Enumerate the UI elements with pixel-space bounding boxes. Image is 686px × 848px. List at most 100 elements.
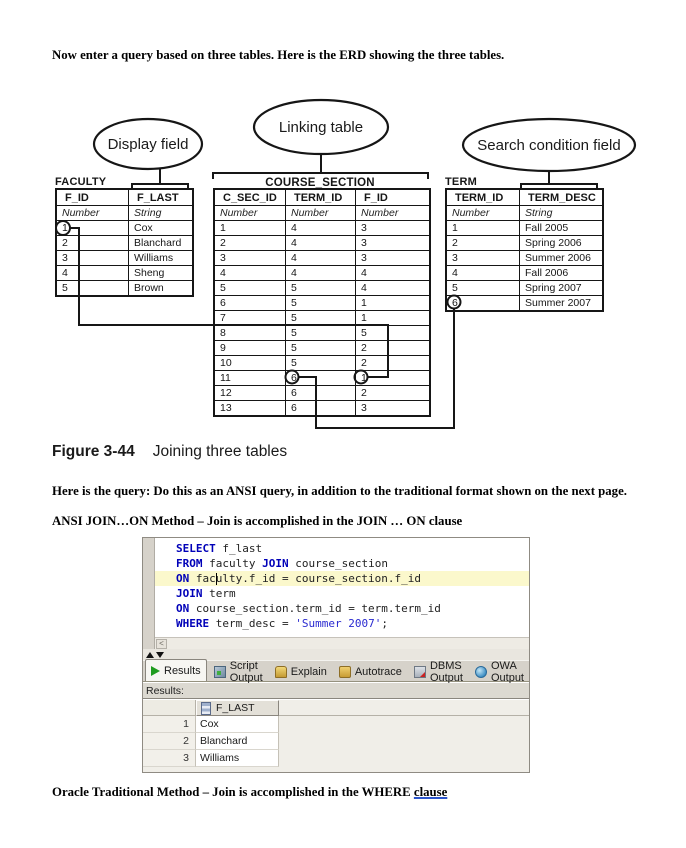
table-cell: 4 (355, 281, 425, 295)
row-number-header (143, 700, 196, 716)
results-label: Results: (143, 683, 529, 699)
table-cell: Summer 2006 (519, 251, 598, 265)
table-cell: Fall 2006 (519, 266, 598, 280)
table-cell: 1 (355, 296, 425, 310)
linking-table-callout: Linking table (279, 119, 363, 136)
text-caret (215, 573, 218, 585)
tab-script-output[interactable]: Script Output (209, 659, 268, 684)
table-cell: Number (220, 207, 258, 219)
table-cell: String (128, 206, 188, 220)
splitter-down-icon[interactable] (156, 651, 164, 658)
table-cell: 3 (452, 252, 458, 264)
grid-header-filler (279, 700, 529, 716)
table-cell: 2 (355, 341, 425, 355)
tab-autotrace[interactable]: Autotrace (334, 662, 407, 681)
table-cell: Spring 2007 (519, 281, 598, 295)
table-cell: 5 (62, 282, 68, 294)
table-cell: 2 (62, 237, 68, 249)
tab-dbms-output[interactable]: DBMS Output (409, 660, 468, 684)
table-cell: 4 (452, 267, 458, 279)
table-cell: 9 (220, 342, 226, 354)
table-cell: 1 (62, 222, 68, 234)
query-note: Here is the query: Do this as an ANSI qu… (52, 484, 627, 498)
table-cell: 4 (355, 266, 425, 280)
table-cell: C_SEC_ID (223, 191, 277, 204)
code-line: ON faculty.f_id = course_section.f_id (155, 571, 529, 586)
scroll-left-button[interactable]: < (156, 639, 167, 649)
table-cell: 4 (285, 251, 355, 265)
script-icon (213, 665, 226, 678)
figure-title: Joining three tables (152, 443, 288, 460)
clause-link[interactable]: clause (413, 785, 448, 799)
tab-label: Script Output (229, 659, 263, 684)
table-cell: 4 (285, 221, 355, 235)
display-field-bracket (131, 166, 189, 190)
tab-explain[interactable]: Explain (270, 662, 332, 681)
column-header-f-last[interactable]: F_LAST (196, 700, 279, 716)
table-cell: 5 (285, 356, 355, 370)
table-cell: 5 (355, 326, 425, 340)
code-line: FROM faculty JOIN course_section (176, 557, 388, 570)
tab-owa-output[interactable]: OWA Output (470, 659, 529, 684)
table-cell: 2 (355, 356, 425, 370)
code-line: SELECT f_last (176, 542, 263, 555)
table-cell: 1 (355, 311, 425, 325)
table-cell: 3 (355, 236, 425, 250)
table-row: 4 Fall 2006 (447, 265, 602, 280)
table-row: 3 Summer 2006 (447, 250, 602, 265)
table-cell: 6 (285, 386, 355, 400)
splitter-up-icon[interactable] (146, 651, 154, 658)
tab-label: Results (164, 664, 201, 677)
horizontal-scrollbar[interactable]: < (155, 637, 529, 650)
table-cell: 4 (285, 236, 355, 250)
table-cell: 5 (285, 341, 355, 355)
table-cell: 1 (220, 222, 226, 234)
autotrace-icon (338, 665, 351, 678)
table-cell: 7 (220, 312, 226, 324)
linking-table-oval (252, 98, 390, 156)
table-cell: 3 (355, 221, 425, 235)
table-cell: Summer 2007 (519, 296, 598, 310)
table-cell: 11 (220, 372, 231, 384)
table-cell: Number (355, 206, 425, 220)
table-cell: TERM_ID (455, 191, 504, 204)
intro-paragraph: Now enter a query based on three tables.… (52, 48, 505, 62)
run-icon (151, 665, 160, 676)
grid-header-row: F_LAST (143, 700, 529, 716)
table-cell: 10 (220, 357, 232, 369)
pane-splitter[interactable] (143, 649, 529, 660)
code-line: WHERE term_desc = 'Summer 2007'; (176, 617, 388, 630)
tab-label: OWA Output (490, 659, 524, 684)
table-cell: 8 (220, 327, 226, 339)
table-cell: 5 (285, 281, 355, 295)
tab-results[interactable]: Results (145, 659, 207, 681)
figure-number: Figure 3-44 (52, 443, 135, 460)
